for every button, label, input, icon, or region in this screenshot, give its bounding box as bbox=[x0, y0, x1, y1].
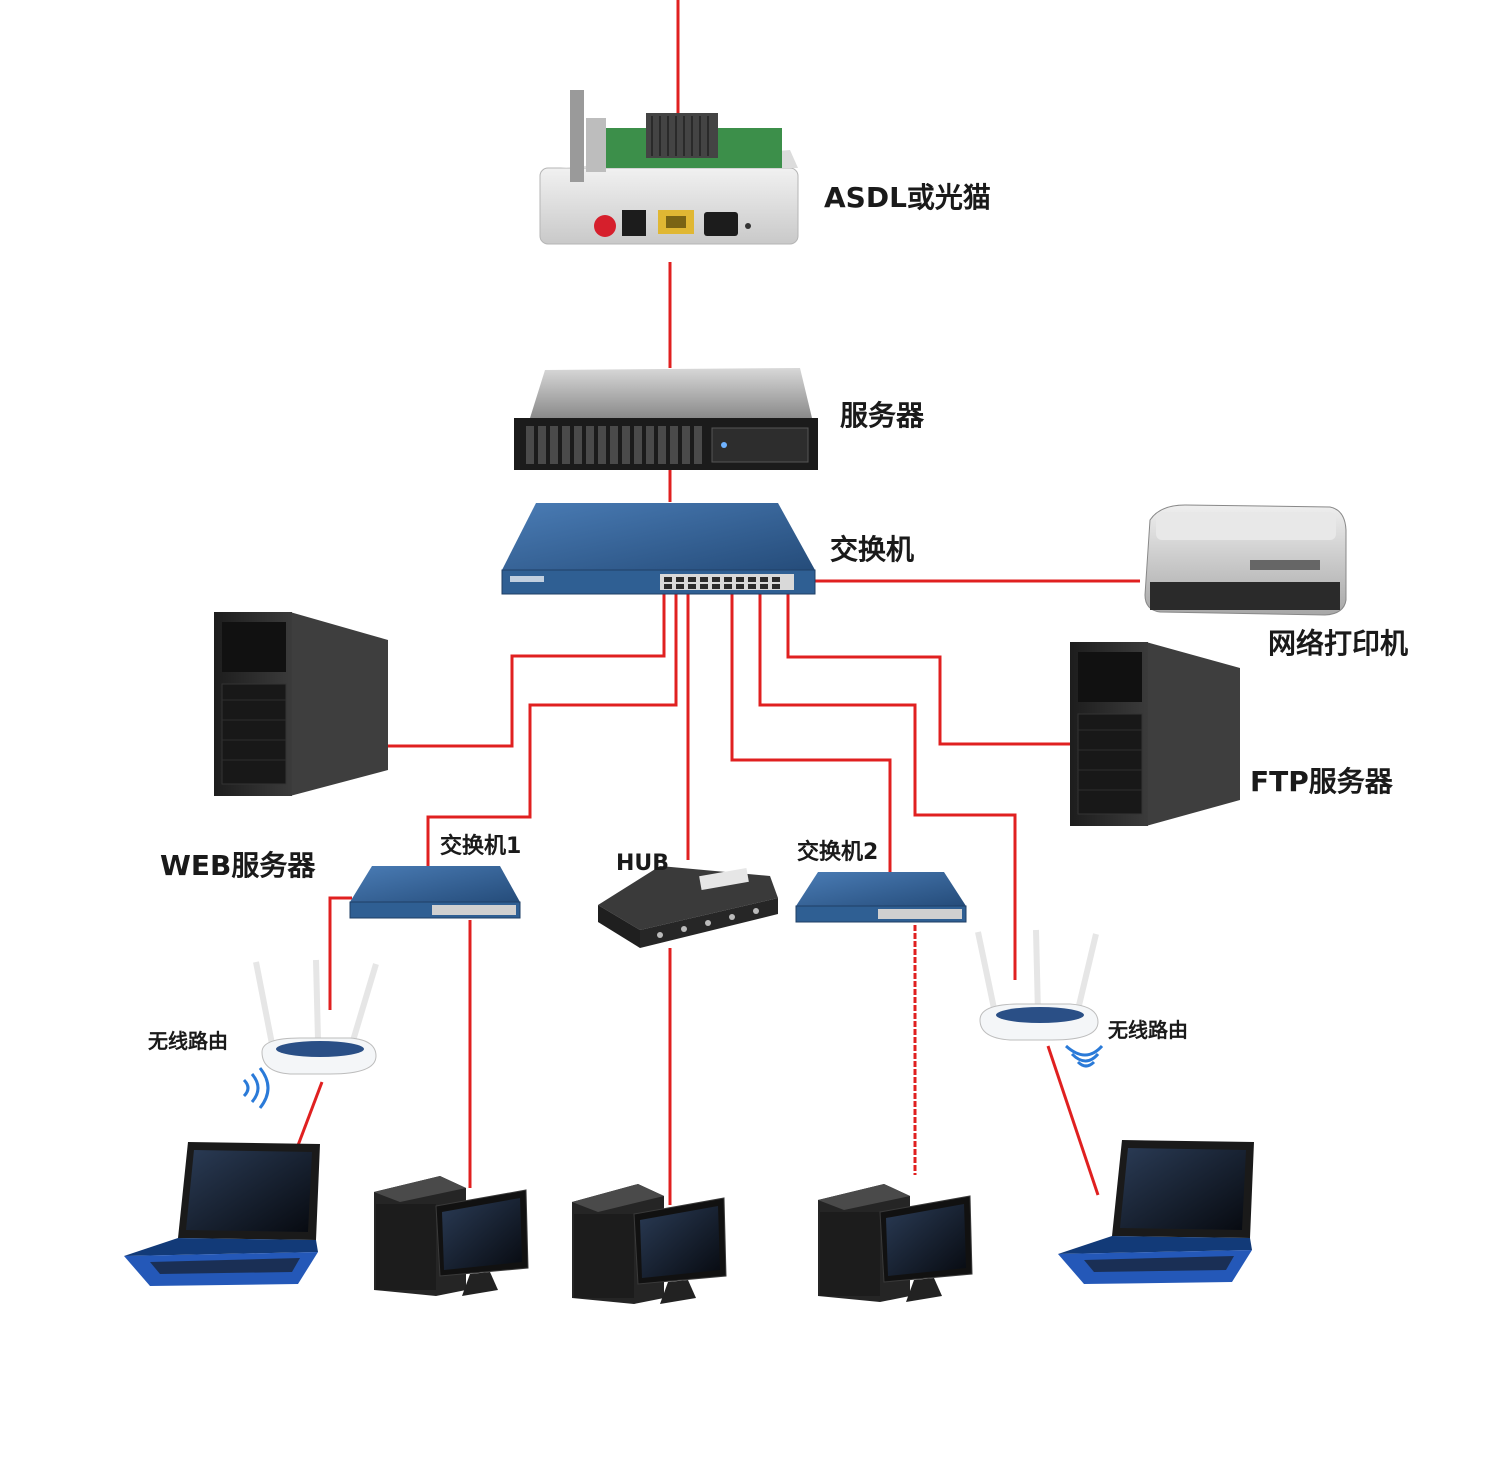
network-printer-device bbox=[1144, 504, 1347, 616]
link-wifi-left-laptop bbox=[295, 1081, 324, 1149]
desktop-pc1-device bbox=[374, 1176, 529, 1296]
hub-device bbox=[598, 866, 778, 948]
wifi-router-left-device bbox=[242, 959, 379, 1109]
web-server-label: WEB服务器 bbox=[160, 849, 316, 882]
switch2-label: 交换机2 bbox=[797, 840, 879, 865]
desktop-pc2-device bbox=[572, 1184, 727, 1304]
link-switch-switch1 bbox=[426, 590, 678, 870]
ftp-server-tower-device bbox=[1070, 642, 1240, 826]
links bbox=[295, 0, 1140, 1205]
switch1-device bbox=[349, 866, 521, 919]
link-switch-ftp bbox=[786, 590, 1070, 746]
rack-server-device bbox=[514, 368, 818, 470]
link-switch-web-server bbox=[388, 590, 666, 748]
link-wifi-right-laptop bbox=[1046, 1045, 1100, 1196]
core-switch-device bbox=[501, 503, 816, 595]
core-switch-label: 交换机 bbox=[830, 533, 915, 566]
switch2-device bbox=[795, 872, 967, 923]
modem-label: ASDL或光猫 bbox=[824, 181, 991, 214]
web-server-tower-device bbox=[214, 612, 388, 796]
network-printer-label: 网络打印机 bbox=[1268, 627, 1409, 660]
desktop-pc3-device bbox=[818, 1184, 973, 1302]
wifi-router-right-label: 无线路由 bbox=[1108, 1018, 1188, 1042]
modem-device bbox=[539, 90, 799, 245]
switch1-label: 交换机1 bbox=[440, 834, 522, 859]
wifi-router-right-device bbox=[975, 929, 1104, 1068]
wifi-router-left-label: 无线路由 bbox=[148, 1029, 228, 1053]
link-switch-switch2 bbox=[730, 590, 892, 876]
hub-label: HUB bbox=[616, 851, 670, 876]
server-label: 服务器 bbox=[840, 399, 925, 432]
link-switch-wifi-right bbox=[758, 590, 1017, 980]
link-switch1-wifi-left bbox=[328, 896, 352, 1010]
laptop-left-device bbox=[124, 1142, 320, 1286]
ftp-server-label: FTP服务器 bbox=[1250, 765, 1393, 798]
laptop-right-device bbox=[1058, 1140, 1254, 1284]
